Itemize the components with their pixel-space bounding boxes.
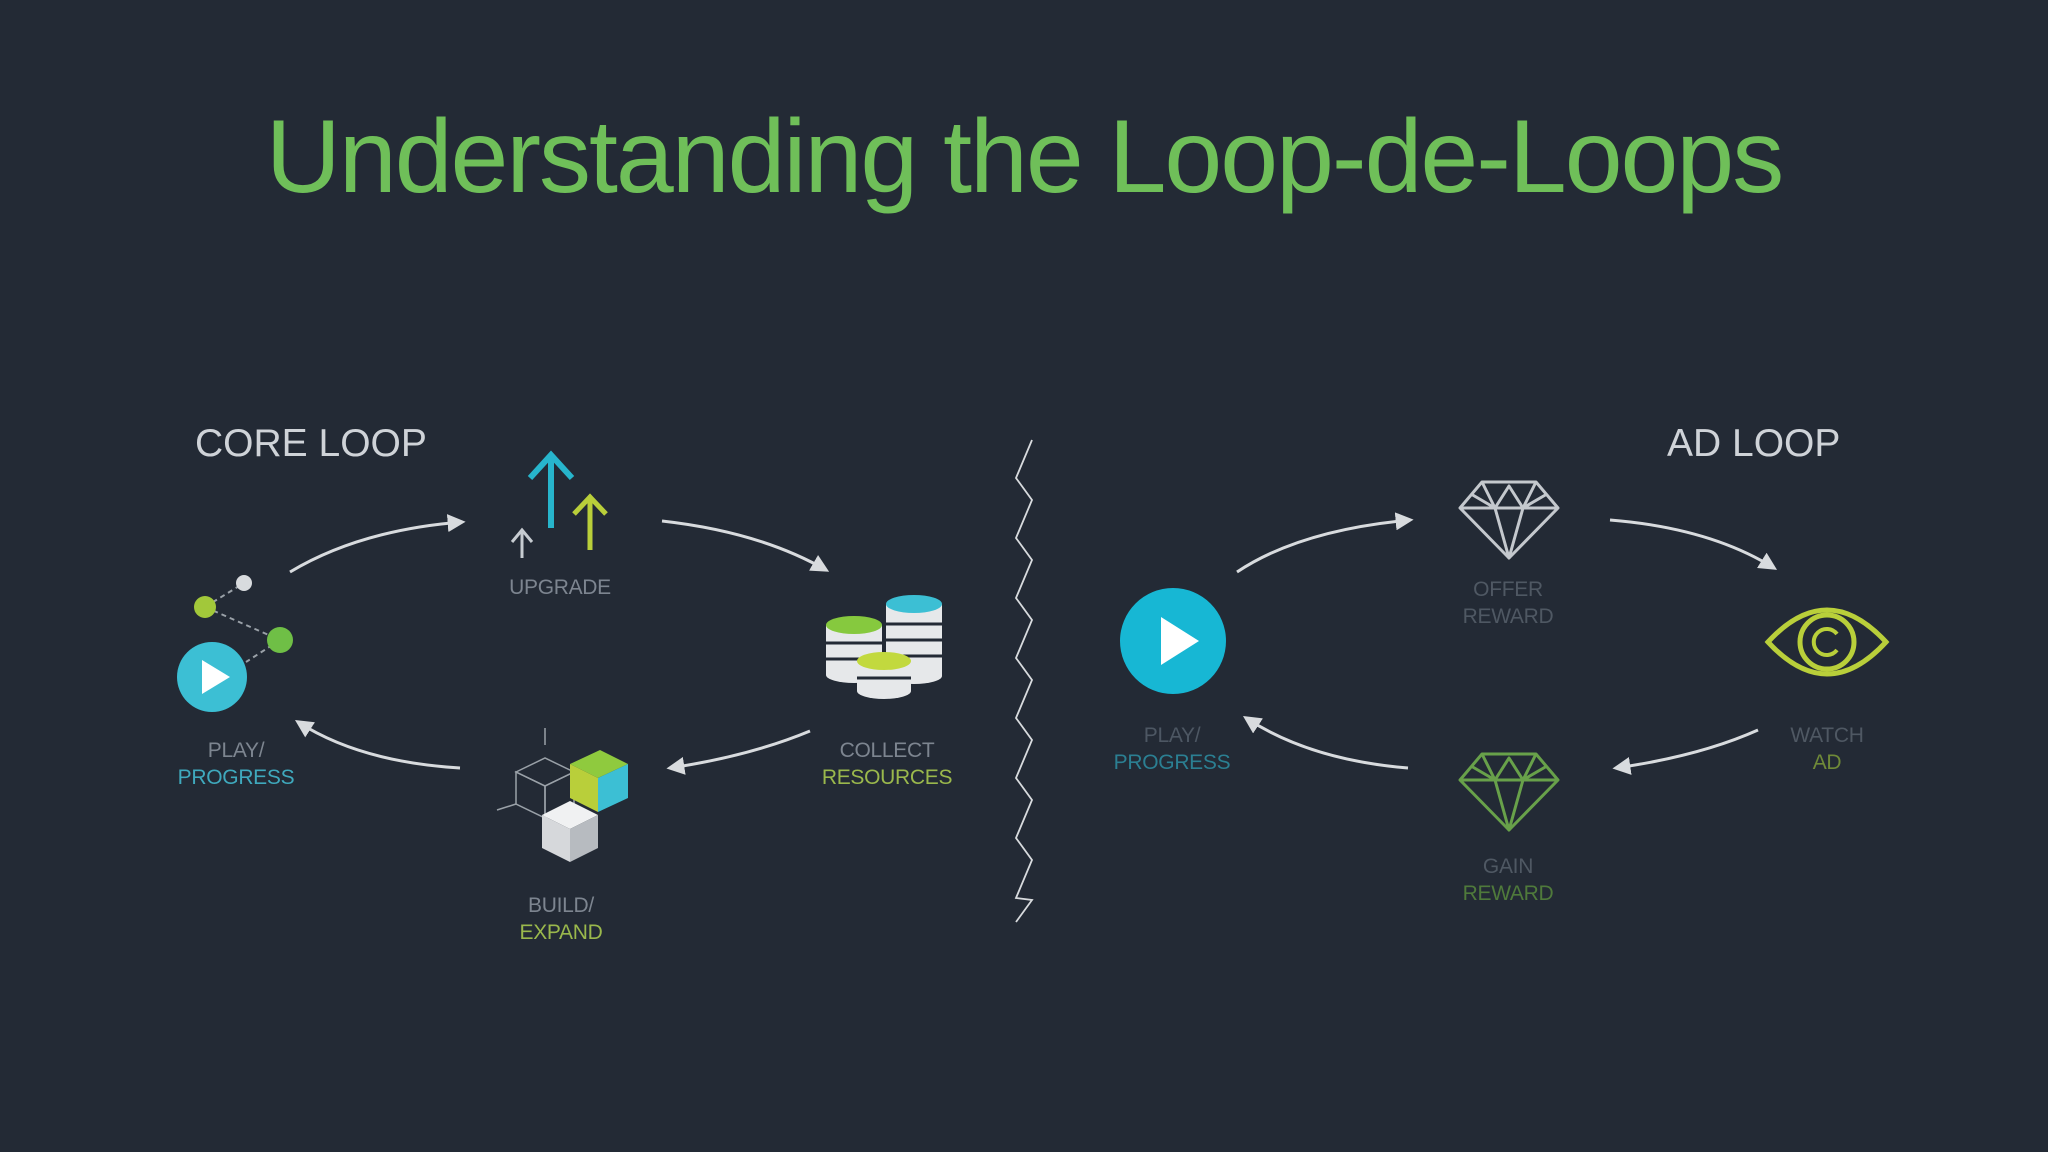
upgrade-label-line1: UPGRADE [509,576,611,599]
core-arrow-play-to-upgrade [289,514,466,574]
core-play-label-line2: PROGRESS [177,766,295,789]
core-arrow-build-to-play [294,720,461,770]
gain-reward-label: GAIN REWARD [1463,853,1554,907]
zigzag-divider [1014,439,1034,923]
ad-arrow-gain-to-play [1242,716,1409,770]
play-icon [1120,588,1226,694]
core-loop-label: CORE LOOP [195,422,427,465]
ad-arrow-play-to-offer [1236,512,1414,574]
play-branch-icon [177,575,293,712]
core-play-progress-label: PLAY/ PROGRESS [178,737,295,791]
ad-arrow-offer-to-watch [1609,518,1778,570]
upgrade-label: UPGRADE [509,574,611,601]
core-arrow-collect-to-build [666,729,811,775]
core-play-label-line1: PLAY/ [207,739,265,762]
ad-arrow-watch-to-gain [1612,728,1759,775]
core-loop [177,450,942,862]
collect-label-line1: COLLECT [839,739,935,762]
ad-play-label-line2: PROGRESS [1113,751,1231,774]
cubes-icon [496,728,628,862]
diamond-outline-icon [1458,480,1560,560]
eye-icon [1764,607,1890,677]
collect-resources-label: COLLECT RESOURCES [821,737,953,791]
gain-label-line2: REWARD [1462,882,1554,905]
core-arrow-upgrade-to-collect [661,519,830,572]
ad-play-label-line1: PLAY/ [1143,724,1201,747]
gain-label-line1: GAIN [1482,855,1534,878]
upgrade-arrows-icon [510,450,608,558]
collect-label-line2: RESOURCES [821,766,953,789]
coin-stacks-icon [826,595,942,699]
diamond-green-icon [1458,752,1560,832]
watch-label-line2: AD [1812,751,1842,774]
build-expand-label: BUILD/ EXPAND [520,892,603,946]
ad-play-progress-label: PLAY/ PROGRESS [1114,722,1231,776]
offer-label-line2: REWARD [1462,605,1554,628]
watch-label-line1: WATCH [1790,724,1864,747]
watch-ad-label: WATCH AD [1790,722,1863,776]
slide-title: Understanding the Loop-de-Loops [265,99,1784,215]
ad-loop-label: AD LOOP [1667,422,1841,465]
build-label-line1: BUILD/ [528,894,594,917]
ad-loop [1120,480,1890,832]
build-label-line2: EXPAND [519,921,603,944]
offer-reward-label: OFFER REWARD [1463,576,1554,630]
offer-label-line1: OFFER [1473,578,1543,601]
